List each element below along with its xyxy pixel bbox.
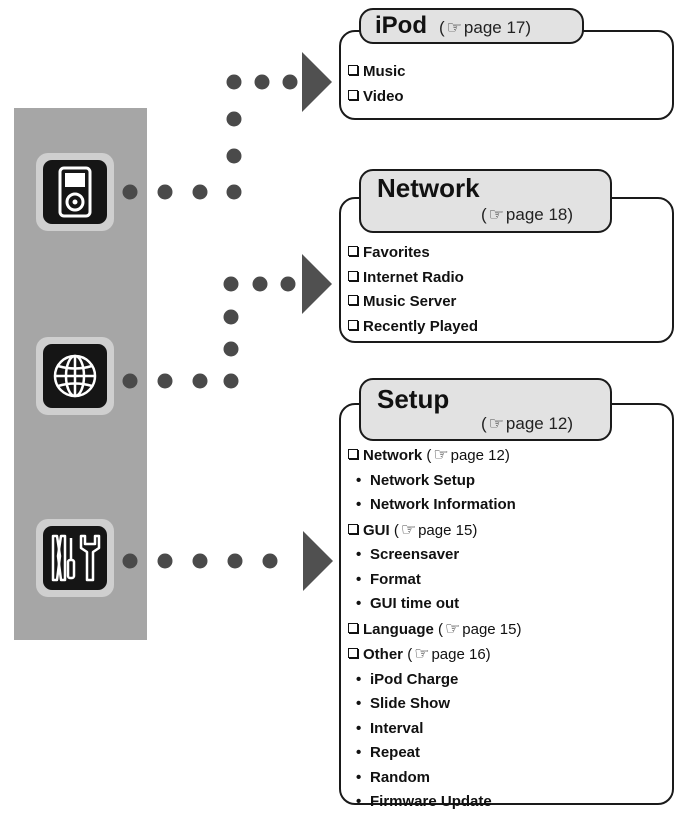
checkbox-icon [348, 648, 358, 658]
connector-dot [192, 184, 208, 200]
checkbox-icon [348, 319, 358, 330]
connector-dot [226, 111, 242, 127]
connector-dot [192, 373, 208, 389]
list-item: Recently Played [348, 315, 478, 340]
connector-dot [157, 184, 173, 200]
connector-dot [280, 276, 296, 292]
connector-dot [227, 553, 243, 569]
checkbox-icon [348, 65, 358, 75]
bullet-icon: • [356, 570, 362, 588]
arrow-to-setup [303, 531, 333, 591]
connector-dot [223, 276, 239, 292]
connector-dot [223, 309, 239, 325]
checkbox-icon [348, 295, 358, 305]
list-item: Favorites [348, 241, 478, 266]
connector-dot [192, 553, 208, 569]
list-item: Internet Radio [348, 266, 478, 291]
connector-dot [226, 184, 242, 200]
pointing-hand-icon: ☞ [400, 519, 417, 539]
list-item: Video [348, 85, 406, 110]
connector-dot [122, 553, 138, 569]
list-item: Music [348, 60, 406, 85]
arrow-to-ipod [302, 52, 332, 112]
network-menu-list: Favorites Internet Radio Music Server Re… [348, 241, 478, 339]
bullet-icon: • [356, 719, 362, 737]
bullet-icon: • [356, 695, 362, 712]
connector-dot [157, 373, 173, 389]
checkbox-icon [348, 246, 358, 256]
connector-dot [254, 74, 270, 90]
bullet-icon: • [356, 496, 362, 513]
ipod-menu-tab: iPod (☞page 17) [359, 8, 584, 44]
list-item: •Firmware Update [348, 790, 521, 815]
ipod-menu-list: Music Video [348, 60, 406, 109]
checkbox-icon [348, 622, 358, 633]
bullet-icon: • [356, 768, 362, 786]
connector-dot [262, 553, 278, 569]
connector-dot [223, 341, 239, 357]
setup-menu-title: Setup [377, 384, 450, 414]
tools-icon-tile [36, 519, 114, 597]
connector-dot [226, 148, 242, 164]
setup-page-ref: (☞page 12) [481, 414, 574, 433]
checkbox-icon [348, 270, 358, 281]
connector-dot [223, 373, 239, 389]
pointing-hand-icon: ☞ [433, 445, 449, 464]
checkbox-icon [348, 89, 358, 100]
network-menu-title: Network [377, 173, 480, 203]
connector-dot [226, 74, 242, 90]
pointing-hand-icon: ☞ [445, 618, 461, 638]
setup-menu-box [339, 403, 674, 805]
pointing-hand-icon: ☞ [414, 644, 430, 663]
list-item: •Random [348, 766, 521, 791]
network-menu-tab: Network (☞page 18) [359, 169, 612, 233]
network-page-ref: (☞page 18) [481, 205, 574, 224]
ipod-menu-title: iPod [375, 12, 427, 39]
bullet-icon: • [356, 595, 362, 612]
connector-dot [122, 373, 138, 389]
list-item: •iPod Charge [348, 668, 521, 693]
arrow-to-network [302, 254, 332, 314]
list-item: •Network Setup [348, 469, 521, 494]
ipod-page-ref: (☞page 17) [439, 18, 532, 37]
ipod-menu-box [339, 30, 674, 120]
setup-menu-list: Network (☞page 12) •Network Setup •Netwo… [348, 443, 521, 815]
globe-icon-tile [36, 337, 114, 415]
connector-dot [157, 553, 173, 569]
connector-dot [252, 276, 268, 292]
list-item: •Slide Show [348, 692, 521, 717]
pointing-hand-icon: ☞ [446, 18, 462, 37]
checkbox-icon [348, 523, 358, 534]
list-item: Other (☞page 16) [348, 642, 521, 668]
ipod-icon-tile [36, 153, 114, 231]
bullet-icon: • [356, 744, 362, 761]
list-item: Music Server [348, 290, 478, 315]
bullet-icon: • [356, 546, 362, 563]
pointing-hand-icon: ☞ [488, 414, 504, 433]
bullet-icon: • [356, 471, 362, 489]
list-item: •Interval [348, 717, 521, 742]
bullet-icon: • [356, 670, 362, 688]
list-item: •Screensaver [348, 543, 521, 568]
connector-dot [282, 74, 298, 90]
list-item: •Network Information [348, 493, 521, 518]
ipod-icon [43, 160, 107, 224]
list-item: Network (☞page 12) [348, 443, 521, 469]
list-item: •GUI time out [348, 592, 521, 617]
pointing-hand-icon: ☞ [488, 205, 504, 224]
list-item: •Format [348, 568, 521, 593]
connector-dot [122, 184, 138, 200]
list-item: •Repeat [348, 741, 521, 766]
globe-icon [43, 344, 107, 408]
setup-menu-tab: Setup (☞page 12) [359, 378, 612, 441]
list-item: GUI (☞page 15) [348, 518, 521, 544]
tools-icon [43, 526, 107, 590]
bullet-icon: • [356, 793, 362, 810]
checkbox-icon [348, 449, 358, 459]
list-item: Language (☞page 15) [348, 617, 521, 643]
